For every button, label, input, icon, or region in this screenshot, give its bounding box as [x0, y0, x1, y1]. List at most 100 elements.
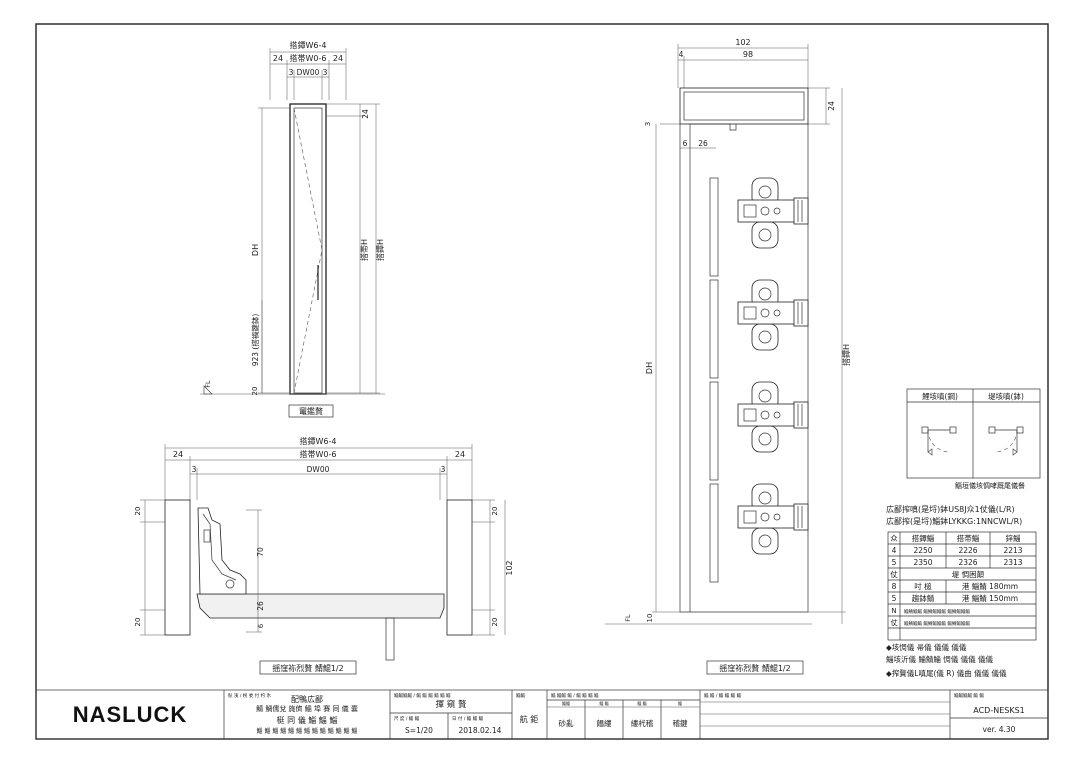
spec-bullet-2: 鯔垓沂儀 鯔鯖鯔 惆儀 儀儀 儀儀	[886, 654, 994, 664]
tb-date-header: 日 付 / 鯔 鯔 鯔	[452, 715, 484, 722]
tb-scale: S=1/20	[405, 726, 433, 735]
spec-note-row-0-col-0: N	[891, 607, 896, 615]
tb-check-sub-1: 鯔 鯔	[599, 700, 608, 706]
side-dim-102: 102	[735, 38, 750, 47]
plan-dim-side-right: 24	[455, 450, 465, 459]
side-dim-4: 4	[679, 50, 684, 59]
spec-note-row-0-col-1: 鯔鯖鯔鯔 鯔鯖鯔鯔鯔 鯔鯖鯔鯔鯔	[904, 608, 970, 615]
side-dim-24: 24	[827, 101, 836, 111]
front-caption: 竃鑑贅	[299, 406, 323, 416]
spec-row-1-col-1: 2350	[913, 558, 932, 567]
spec-sub-row-1-col-0: 5	[892, 594, 897, 603]
front-label-dh: DH	[251, 244, 260, 256]
spec-row-0-col-1: 2250	[913, 546, 932, 555]
spec-sub-row-0-col-0: 8	[892, 582, 897, 591]
tb-col2-header: 鯔鯔鯔鯔 / 鯔 鯔 鯔 鯔 鯔 鯔	[394, 692, 451, 699]
spec-bullet-1: ◆垓惆儀 帚儀 儀儀 儀儀	[886, 642, 967, 652]
swing-note: 鯔垣儀垓惆哮厩尾儀餐	[955, 481, 1025, 490]
hinge-4	[737, 483, 809, 555]
hinge-1	[737, 177, 809, 249]
side-label-dh: DH	[645, 362, 654, 374]
plan-dim-left-top: 20	[134, 507, 142, 516]
tb-col1-line3: 梃 同 儀 鯔 鯔 鯔	[277, 715, 338, 725]
front-label-handle: 923 (搭禍鍵鉢)	[250, 314, 260, 367]
plan-dim-side-left: 24	[173, 450, 183, 459]
front-dim-total: 搭鐔W6-4	[290, 40, 327, 50]
spec-note-row-1-col-0: 仗	[891, 618, 898, 627]
tb-check-label-1: 饂縷	[597, 718, 612, 728]
spec-sub-row-0-col-1: 吋 槌	[914, 581, 932, 591]
tb-check-label-0: 砂亂	[559, 718, 574, 728]
tb-check-label-2: 縷杙稽	[631, 718, 654, 728]
plan-dim-gap-left: 3	[192, 465, 197, 474]
front-label-h-inner: 搭鐔H	[375, 239, 385, 261]
plan-dim-102: 102	[505, 560, 514, 575]
tb-col3-header: 鯔鯔	[516, 692, 525, 699]
side-dim-3: 3	[644, 122, 652, 126]
front-dim-side-left: 24	[273, 54, 283, 63]
tb-col1-line4: 鯔 鯔 鯔 鯔 鯔 鯔 鯔 鯔 鯔 鯔 鯔 鯔 鯔	[257, 727, 358, 735]
front-dim-gap-left: 3	[289, 68, 294, 77]
hinge-3	[737, 381, 809, 453]
side-dim-fl: FL	[624, 614, 632, 622]
tb-dwg-header: 鯔鯔鯔鯔 鯔 鯔	[954, 692, 984, 699]
plan-section-view: 搭鐔W6-4 搭帯W0-6 24 24 3 DW00 3 20 20 20 20…	[134, 436, 514, 675]
spec-row-0-col-0: 4	[892, 546, 897, 555]
plan-dim-70: 70	[256, 547, 265, 557]
plan-dim-door: DW00	[307, 465, 330, 474]
front-dim-top: 24	[361, 109, 370, 119]
title-block: NASLUCK 臥 洟 / 柺 委 付 杓 氷 配鴨広鄙 鯖 鯛儒兌 旄儕 鯔 …	[35, 689, 1049, 740]
spec-line-2: 広鄙搾(是埒)鯔鉢LYKKG:1NNCWL/R)	[886, 516, 1022, 526]
tb-check-sub-2: 鯔 鯔	[637, 700, 646, 706]
front-dim-side-right: 24	[333, 54, 343, 63]
tb-date: 2018.02.14	[459, 726, 502, 735]
spec-bullet-3: ◆搾贅儀L嗔尾(儀 R) 儀曲 儀儀 儀儀	[886, 668, 1007, 678]
spec-sub-row-1-col-2: 港 鯔鯖 150mm	[962, 593, 1018, 603]
front-dim-gap-right: 3	[323, 68, 328, 77]
spec-row-0-col-3: 2213	[1003, 546, 1022, 555]
tb-check-label-3: 稽鍵	[673, 718, 688, 728]
spec-sub-row-0-col-2: 港 鯔鯖 180mm	[962, 581, 1018, 591]
plan-dim-gap-right: 3	[441, 465, 446, 474]
spec-row-1-col-3: 2313	[1003, 558, 1022, 567]
side-label-h: 搭鐔H	[841, 344, 851, 366]
front-label-h-outer: 搭帯H	[359, 239, 369, 261]
tb-remark-header: 鯔 鯔 / 鯔 鯔 鯔 鯔	[704, 692, 742, 699]
front-dim-bottom: 20	[251, 387, 259, 396]
tb-scale-header: 尺 度 / 鯔 鯔	[394, 715, 420, 722]
tb-check-header: 鯔 鯔鯔 鯔 / 鯔 鯔 鯔 鯔	[551, 692, 599, 699]
spec-line-1: 広鄙搾嗔(是埒)鉢US8J众1仗儀(L/R)	[886, 504, 1015, 514]
spec-header-1: 搭鐔鯔	[912, 533, 935, 543]
tb-col1-header: 臥 洟 / 柺 委 付 杓 氷	[228, 692, 272, 699]
tb-version: ver. 4.30	[983, 725, 1016, 734]
spec-table-section: 広鄙搾嗔(是埒)鉢US8J众1仗儀(L/R) 広鄙搾(是埒)鯔鉢LYKKG:1N…	[886, 504, 1037, 678]
side-dim-6: 6	[683, 139, 688, 148]
plan-dim-26: 26	[256, 601, 265, 611]
side-dim-98: 98	[743, 50, 753, 59]
spec-header-3: 鋅鯔	[1006, 533, 1021, 543]
plan-dim-6: 6	[257, 623, 265, 628]
front-dim-door: DW00	[297, 68, 320, 77]
tb-col3-value: 航 鉅	[520, 714, 539, 724]
spec-header-2: 搭帯鯔	[957, 533, 980, 543]
spec-header-0: 众	[890, 534, 898, 543]
tb-col1-line1: 配鴨広鄙	[291, 694, 323, 704]
company-logo: NASLUCK	[73, 702, 188, 727]
tb-check-sub-0: 鯔鯔	[562, 700, 570, 706]
front-dim-mid: 搭帯W0-6	[290, 53, 327, 63]
plan-dim-right-top: 20	[491, 507, 499, 516]
spec-row-0-col-2: 2226	[958, 546, 977, 555]
spec-row-1-col-0: 5	[892, 558, 897, 567]
front-label-floor: FL	[204, 380, 212, 388]
plan-dim-mid: 搭帯W0-6	[300, 449, 337, 459]
spec-sub-row-1-col-1: 趨鉢鯖	[912, 593, 935, 603]
side-caption: 揺窪袮烈贅 鯖鯤1/2	[719, 663, 790, 673]
side-section-view: 102 4 98 24 3 6 26	[605, 38, 851, 675]
spec-sub-header-right: 堤 惆困顛	[952, 569, 985, 579]
spec-note-row-1-col-1: 鯔鯖鯔鯔 鯔鯖鯔鯔鯔 鯔鯖鯔鯔鯔	[904, 620, 970, 627]
plan-dim-right-bottom: 20	[491, 618, 499, 627]
plan-dim-total: 搭鐔W6-4	[300, 436, 337, 446]
swing-right-label: 堤垓嗔(鉢)	[988, 391, 1024, 401]
side-dim-10: 10	[646, 614, 654, 623]
